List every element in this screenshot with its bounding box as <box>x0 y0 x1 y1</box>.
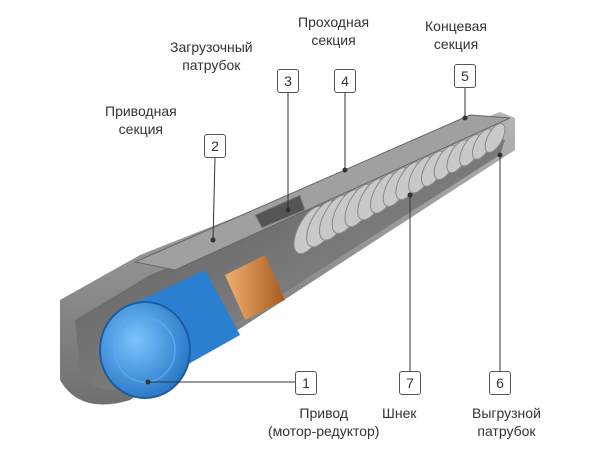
callout-5: 5 <box>454 64 476 88</box>
loading-pipe <box>254 194 306 229</box>
callout-7: 7 <box>399 371 421 395</box>
label-drive: Привод(мотор-редуктор) <box>268 405 380 439</box>
callout-2: 2 <box>204 134 226 158</box>
screw-flights <box>293 122 506 255</box>
callout-6: 6 <box>489 371 511 395</box>
top-plate <box>133 114 511 271</box>
screw-flight <box>484 122 506 154</box>
callout-3: 3 <box>277 69 299 93</box>
leader-lines <box>148 87 501 383</box>
motor-end <box>99 301 191 399</box>
callout-4: 4 <box>334 69 356 93</box>
callout-1: 1 <box>295 371 317 395</box>
label-screw: Шнек <box>382 405 417 421</box>
coupling <box>225 255 285 320</box>
